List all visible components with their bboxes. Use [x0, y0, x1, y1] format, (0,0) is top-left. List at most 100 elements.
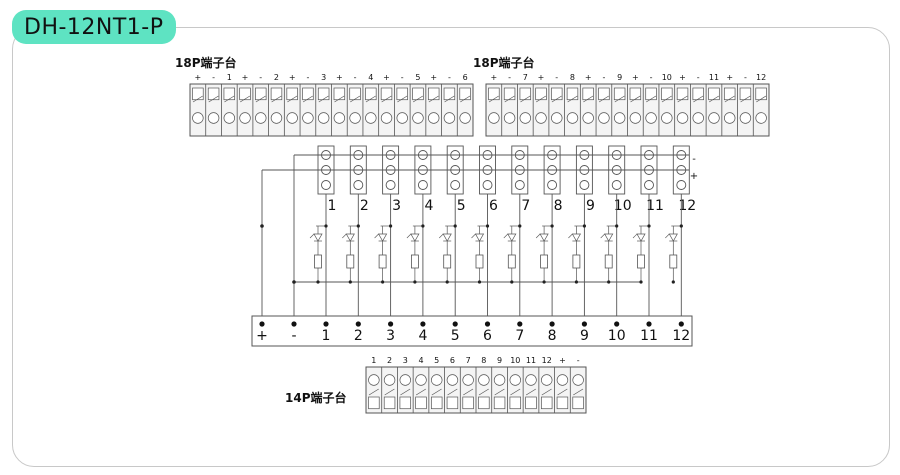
- junction-dot: [518, 224, 522, 228]
- top-right-block-lever: [504, 95, 515, 103]
- bottom-block-clamp: [509, 396, 521, 410]
- top-left-block-lever: [365, 95, 376, 103]
- top-left-block-label: 18P端子台: [175, 56, 237, 70]
- top-left-block-screw: [286, 112, 298, 124]
- top-left-block-pin-label: +: [336, 73, 343, 82]
- junction-dot: [445, 280, 449, 284]
- top-right-block-screw: [503, 112, 516, 124]
- main-terminal-label-7: 5: [451, 328, 460, 344]
- top-left-block-clamp: [396, 87, 408, 101]
- bottom-block-pin-label: 4: [418, 356, 423, 365]
- top-right-block-screw: [551, 112, 563, 124]
- top-left-block-lever: [302, 95, 313, 103]
- junction-dot: [413, 280, 417, 284]
- top-right-block-clamp: [613, 87, 626, 101]
- top-right-block-lever: [520, 95, 531, 103]
- junction-dot: [671, 280, 675, 284]
- main-terminal-label-14: 12: [672, 328, 690, 344]
- bottom-block-screw: [509, 374, 521, 386]
- led-icon: [636, 233, 646, 242]
- main-terminal-dot: [678, 321, 684, 327]
- junction-dot: [389, 224, 393, 228]
- main-terminal-label-9: 7: [515, 328, 524, 344]
- top-left-block-pin-label: +: [242, 73, 249, 82]
- top-left-block-clamp: [380, 87, 393, 101]
- bottom-block-lever: [384, 388, 395, 396]
- top-left-block-clamp: [223, 87, 236, 101]
- sensor-pin: [676, 180, 687, 190]
- top-right-block-pin-label: +: [491, 73, 498, 82]
- top-left-block-clamp: [443, 87, 456, 101]
- bottom-block-screw: [556, 374, 569, 386]
- led-ray: [568, 233, 573, 239]
- top-right-block-pin-label: -: [744, 73, 747, 82]
- main-terminal-dot: [291, 321, 297, 327]
- top-right-block-clamp: [566, 87, 579, 101]
- resistor-icon: [604, 254, 613, 269]
- led-icon: [507, 233, 517, 242]
- top-right-block-lever: [567, 95, 578, 103]
- bottom-block-clamp: [399, 396, 411, 410]
- top-left-block-clamp: [302, 87, 314, 101]
- main-terminal-dot: [388, 321, 394, 327]
- led-icon: [377, 233, 388, 242]
- sensor-pin: [611, 180, 622, 190]
- top-right-block-screw: [535, 112, 547, 124]
- bottom-block-lever: [400, 388, 411, 396]
- main-terminal-dot: [259, 321, 265, 327]
- led-icon: [410, 233, 420, 242]
- diagram-frame: [12, 27, 890, 467]
- bottom-block-pin-label: +: [559, 356, 566, 365]
- junction-dot: [348, 280, 352, 284]
- top-right-block-screw: [676, 112, 689, 124]
- top-right-block-lever: [708, 95, 720, 103]
- bottom-block-lever: [573, 388, 584, 396]
- bottom-block-clamp: [525, 396, 537, 410]
- top-left-block-pin-label: +: [195, 73, 202, 82]
- top-left-block-clamp: [207, 87, 220, 101]
- bottom-block-pin-label: 9: [497, 356, 502, 365]
- bottom-block-pin-label: -: [577, 356, 580, 365]
- bottom-block-screw: [368, 374, 380, 386]
- main-terminal-label-10: 8: [548, 328, 557, 344]
- led-ray: [665, 233, 670, 239]
- top-left-block-lever: [381, 95, 392, 103]
- bottom-block-clamp: [383, 396, 396, 410]
- led-ray: [342, 233, 347, 239]
- top-left-block-screw: [365, 112, 377, 124]
- main-terminal-dot: [484, 321, 491, 327]
- sensor-number-4: 4: [424, 198, 433, 214]
- top-left-block-pin-label: -: [354, 73, 357, 82]
- bottom-block-clamp: [446, 396, 459, 410]
- top-left-block-pin-label: +: [383, 73, 390, 82]
- bottom-block-screw: [541, 374, 553, 386]
- junction-dot: [607, 280, 611, 284]
- bottom-block-lever: [447, 388, 458, 396]
- bottom-block-clamp: [462, 396, 474, 410]
- bottom-block-lever: [368, 388, 379, 396]
- top-left-block-lever: [428, 95, 439, 103]
- resistor-icon: [443, 254, 452, 269]
- sensor-number-10: 10: [614, 198, 632, 214]
- top-right-block-clamp: [645, 87, 657, 101]
- sensor-number-5: 5: [457, 198, 466, 214]
- top-left-block-clamp: [412, 87, 424, 101]
- led-icon: [571, 233, 582, 242]
- top-right-block-clamp: [676, 87, 689, 101]
- led-ray: [438, 233, 444, 239]
- top-right-block-lever: [677, 95, 688, 103]
- top-left-block-screw: [459, 112, 471, 124]
- junction-dot: [477, 280, 482, 284]
- resistor-icon: [540, 254, 548, 269]
- sensor-minus-label: -: [692, 154, 696, 165]
- top-left-block-clamp: [270, 87, 283, 101]
- top-right-block-lever: [551, 95, 562, 103]
- junction-dot: [574, 280, 579, 284]
- top-left-block-pin-label: -: [401, 73, 404, 82]
- junction-dot: [356, 224, 360, 228]
- top-right-block-pin-label: 9: [617, 73, 622, 82]
- top-left-block-pin-label: -: [259, 73, 262, 82]
- junction-dot: [679, 224, 683, 228]
- top-right-block-lever: [693, 95, 704, 103]
- top-right-block-lever: [630, 95, 641, 103]
